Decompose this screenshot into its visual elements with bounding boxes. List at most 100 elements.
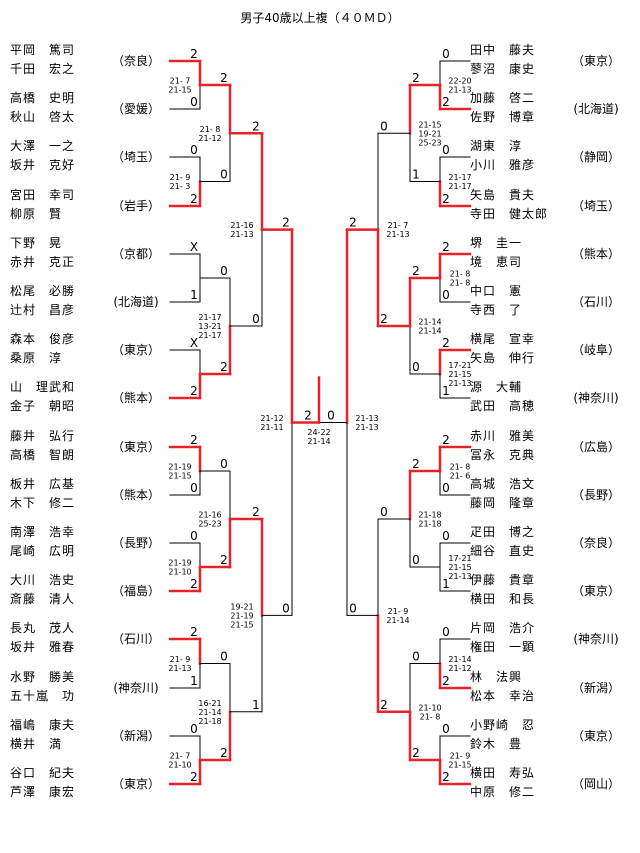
left-pair-8-player-2: 金子 朝昭 xyxy=(10,399,76,414)
left-pair-12-player-1: 大川 浩史 xyxy=(10,573,76,588)
final-right-score: 0 xyxy=(327,409,335,423)
right-pair-4-prefecture: （埼玉） xyxy=(571,198,620,213)
right-pair-2-prefecture: (北海道) xyxy=(573,102,619,117)
left-pair-6-player-2: 辻村 昌彦 xyxy=(10,303,76,317)
right-pair-13-prefecture: (神奈川) xyxy=(573,632,619,647)
right-r1-match-7-top-score: 0 xyxy=(442,625,450,639)
right-pair-10-player-1: 高城 浩文 xyxy=(470,476,536,491)
right-pair-6-player-1: 中口 憲 xyxy=(470,284,523,298)
left-pair-12-prefecture: （福島） xyxy=(111,584,160,599)
right-pair-6-prefecture: （石川） xyxy=(571,295,620,309)
right-pair-1-player-1: 田中 藤夫 xyxy=(470,43,536,57)
left-pair-9-player-2: 高橋 智朗 xyxy=(10,447,76,462)
left-pair-16-prefecture: （東京） xyxy=(111,777,160,791)
left-pair-5-player-2: 赤井 克正 xyxy=(10,254,76,269)
right-pair-9-player-1: 赤川 雅美 xyxy=(470,428,536,443)
right-r1-match-4-top-score: 2 xyxy=(442,336,450,350)
right-r2-match-4-top-score: 0 xyxy=(412,650,420,664)
left-pair-10-prefecture: （熊本） xyxy=(111,487,160,502)
right-pair-2-player-2: 佐野 博章 xyxy=(470,110,536,125)
right-pair-4-player-2: 寺田 健太郎 xyxy=(470,206,549,221)
right-pair-7-player-1: 横尾 宣幸 xyxy=(470,332,536,347)
left-r2-match-4-bot-score: 2 xyxy=(220,746,228,760)
right-pair-8-player-1: 源 大輔 xyxy=(470,380,523,395)
right-pair-6-player-2: 寺西 了 xyxy=(470,303,523,317)
left-pair-8-player-1: 山 理武和 xyxy=(10,380,76,395)
left-pair-6-player-1: 松尾 必勝 xyxy=(10,284,76,298)
right-pair-3-player-2: 小川 雅彦 xyxy=(470,158,536,173)
left-pair-1-player-2: 千田 宏之 xyxy=(10,62,76,76)
right-pair-14-player-1: 林 法興 xyxy=(470,669,523,684)
left-r2-match-4-top-score: 0 xyxy=(220,650,228,664)
left-pair-5-player-1: 下野 晃 xyxy=(10,235,63,250)
right-pair-5-player-2: 境 恵司 xyxy=(470,254,523,269)
right-r2-match-1-bot-score: 1 xyxy=(412,168,420,182)
left-r1-match-8-bot-score: 2 xyxy=(190,770,198,784)
right-r1-match-1-top-score: 0 xyxy=(442,47,450,61)
right-pair-11-player-1: 疋田 博之 xyxy=(470,525,536,539)
right-pair-3-player-1: 湖東 淳 xyxy=(470,139,523,154)
left-r1-match-3-bot-score: 1 xyxy=(190,288,198,302)
right-r1-match-8-bot-score: 2 xyxy=(442,770,450,784)
left-pair-10-player-2: 木下 修二 xyxy=(10,495,76,510)
left-pair-15-player-2: 横井 満 xyxy=(10,736,63,751)
left-r2-match-1-bot-score: 0 xyxy=(220,168,228,182)
left-r3-match-2-top-score: 2 xyxy=(252,505,260,519)
right-r1-match-6-bot-score: 1 xyxy=(442,577,450,591)
left-pair-7-player-2: 桑原 淳 xyxy=(10,351,63,366)
right-r3-match-1-top-score: 0 xyxy=(380,119,388,133)
right-r1-match-5-bot-score: 0 xyxy=(442,481,450,495)
final-left-score: 2 xyxy=(304,409,312,423)
left-r3-match-1-top-score: 2 xyxy=(252,119,260,133)
right-r1-match-2-top-score: 0 xyxy=(442,143,450,157)
left-pair-15-player-1: 福嶋 康夫 xyxy=(10,717,76,732)
right-r4-match-top-score: 2 xyxy=(349,216,357,230)
right-r4-match-bot-score: 0 xyxy=(349,601,357,615)
right-pair-3-prefecture: （静岡） xyxy=(571,150,620,165)
left-r1-match-5-bot-score: 0 xyxy=(190,481,198,495)
left-r1-match-7-top-score: 2 xyxy=(190,625,198,639)
right-pair-7-prefecture: （岐阜） xyxy=(571,343,620,358)
left-r1-match-6-top-score: 0 xyxy=(190,529,198,543)
right-pair-16-player-2: 中原 修二 xyxy=(470,785,536,799)
left-r2-match-2-bot-score: 2 xyxy=(220,360,228,374)
left-pair-11-player-2: 尾崎 広明 xyxy=(10,544,76,558)
left-pair-3-prefecture: （埼玉） xyxy=(111,150,160,165)
left-r2-match-3-top-score: 0 xyxy=(220,457,228,471)
left-pair-1-prefecture: （奈良） xyxy=(111,54,160,68)
right-r2-match-3-top-score: 2 xyxy=(412,457,420,471)
left-pair-12-player-2: 斎藤 清人 xyxy=(10,592,76,607)
left-pair-16-player-2: 芦澤 康宏 xyxy=(10,785,76,799)
right-r2-match-1-top-score: 2 xyxy=(412,71,420,85)
left-pair-4-player-2: 柳原 賢 xyxy=(10,206,63,221)
right-pair-12-player-1: 伊藤 貴章 xyxy=(470,573,536,588)
right-r1-match-3-top-score: 2 xyxy=(442,240,450,254)
left-pair-11-player-1: 南澤 浩幸 xyxy=(10,525,76,539)
right-pair-15-player-2: 鈴木 豊 xyxy=(470,736,523,751)
left-r1-match-1-top-score: 2 xyxy=(190,47,198,61)
left-r1-match-7-bot-score: 1 xyxy=(190,674,198,688)
right-pair-2-player-1: 加藤 啓二 xyxy=(470,91,536,106)
